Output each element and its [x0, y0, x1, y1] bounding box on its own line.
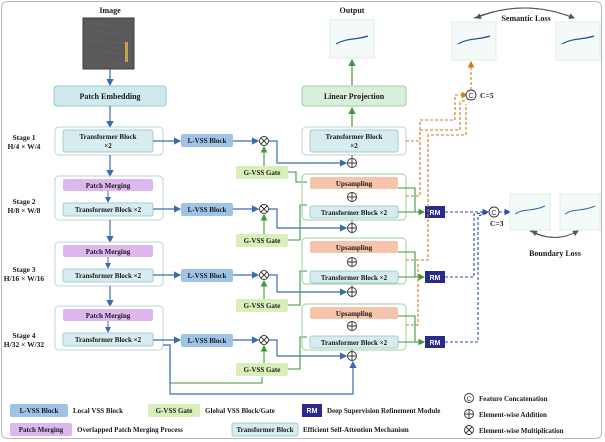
semantic-gt-thumb: [555, 21, 601, 61]
svg-text:Transformer Block ×2: Transformer Block ×2: [75, 206, 142, 214]
svg-text:C: C: [467, 396, 472, 403]
svg-text:L-VSS Block: L-VSS Block: [188, 272, 227, 280]
svg-text:Stage 1: Stage 1: [12, 133, 35, 142]
image-label: Image: [99, 6, 121, 15]
patch-embedding-label: Patch Embedding: [79, 92, 140, 101]
svg-text:RM: RM: [307, 408, 318, 415]
svg-text:Overlapped Patch Merging Proce: Overlapped Patch Merging Process: [77, 426, 183, 434]
svg-text:G-VSS Gate: G-VSS Gate: [244, 169, 281, 177]
boundary-gt-thumb: [559, 193, 601, 231]
svg-text:C: C: [491, 210, 496, 217]
decoder-transformer-1: [309, 129, 399, 153]
svg-text:Stage 4: Stage 4: [12, 331, 35, 340]
semantic-pred-thumb: [451, 21, 497, 61]
svg-text:Element-wise Addition: Element-wise Addition: [479, 411, 547, 419]
svg-text:Transformer Block ×2: Transformer Block ×2: [75, 336, 142, 344]
linear-projection-block: [301, 85, 407, 107]
svg-text:Patch Merging: Patch Merging: [86, 182, 131, 190]
svg-text:Transformer Block ×2: Transformer Block ×2: [321, 209, 388, 217]
svg-text:Global VSS Block/Gate: Global VSS Block/Gate: [205, 407, 275, 415]
svg-text:L-VSS Block: L-VSS Block: [188, 206, 227, 214]
svg-text:Upsampling: Upsampling: [336, 244, 373, 252]
svg-text:Upsampling: Upsampling: [336, 310, 373, 318]
output-thumbnail: [329, 19, 375, 59]
svg-text:G-VSS Gate: G-VSS Gate: [244, 237, 281, 245]
svg-text:H/32 × W/32: H/32 × W/32: [4, 340, 45, 349]
svg-text:G-VSS Gate: G-VSS Gate: [156, 407, 193, 415]
svg-text:Transformer Block ×2: Transformer Block ×2: [75, 272, 142, 280]
encoder-patch-merging-4: [63, 309, 153, 321]
svg-text:C: C: [468, 93, 473, 100]
lvss-blocks: L-VSS Block L-VSS Block L-VSS Block L-VS…: [153, 134, 260, 347]
svg-text:Feature Concatenation: Feature Concatenation: [479, 395, 548, 403]
svg-text:Transformer Block: Transformer Block: [325, 133, 382, 141]
svg-text:Transformer Block: Transformer Block: [79, 133, 136, 141]
legend: L-VSS Block Local VSS Block G-VSS Gate G…: [10, 393, 564, 437]
concat-node-boundary: C: [488, 206, 500, 218]
stage-labels: Stage 1 H/4 × W/4 Stage 2 H/8 × W/8 Stag…: [4, 133, 45, 349]
svg-text:Element-wise Multiplication: Element-wise Multiplication: [479, 427, 564, 435]
decoder-upsampling-4: [310, 307, 398, 319]
svg-text:Upsampling: Upsampling: [336, 180, 373, 188]
output-label: Output: [340, 6, 365, 15]
c3-label: C=3: [490, 219, 504, 228]
svg-text:H/16 × W/16: H/16 × W/16: [4, 274, 45, 283]
svg-text:×2: ×2: [350, 142, 358, 150]
svg-text:Patch Merging: Patch Merging: [19, 426, 64, 434]
boundary-loss-label: Boundary Loss: [529, 249, 581, 258]
svg-text:Patch Merging: Patch Merging: [86, 312, 131, 320]
svg-text:G-VSS Gate: G-VSS Gate: [244, 366, 281, 374]
svg-text:H/8 × W/8: H/8 × W/8: [8, 206, 41, 215]
svg-text:Transformer Block ×2: Transformer Block ×2: [321, 274, 388, 282]
encoder-patch-merging-2: [63, 179, 153, 191]
encoder-patch-merging-3: [63, 245, 153, 257]
svg-text:RM: RM: [430, 340, 441, 347]
svg-text:RM: RM: [430, 210, 441, 217]
svg-text:Transformer Block: Transformer Block: [236, 426, 293, 434]
svg-text:Linear Projection: Linear Projection: [324, 92, 385, 101]
svg-text:Local VSS Block: Local VSS Block: [73, 407, 123, 415]
svg-text:×2: ×2: [104, 142, 112, 150]
svg-text:L-VSS Block: L-VSS Block: [188, 137, 227, 145]
decoder-upsampling-3: [310, 241, 398, 253]
svg-text:RM: RM: [430, 275, 441, 282]
svg-text:G-VSS Gate: G-VSS Gate: [244, 302, 281, 310]
svg-text:L-VSS Block: L-VSS Block: [188, 337, 227, 345]
svg-text:Stage 2: Stage 2: [12, 197, 35, 206]
svg-text:H/4 × W/4: H/4 × W/4: [8, 142, 41, 151]
gvss-gates: G-VSS Gate G-VSS Gate G-VSS Gate G-VSS G…: [236, 166, 288, 376]
decoder-upsampling-2: [310, 177, 398, 189]
c5-label: C=5: [480, 91, 494, 100]
svg-text:L-VSS Block: L-VSS Block: [20, 407, 59, 415]
rm-modules: RM RM RM: [425, 206, 445, 348]
semantic-loss-label: Semantic Loss: [501, 14, 550, 23]
svg-text:Patch Merging: Patch Merging: [86, 248, 131, 256]
svg-text:Transformer Block ×2: Transformer Block ×2: [321, 339, 388, 347]
svg-text:Stage 3: Stage 3: [12, 265, 35, 274]
svg-text:Deep Supervision Refinement Mo: Deep Supervision Refinement Module: [327, 407, 440, 415]
concat-node-semantic: C: [465, 89, 477, 101]
boundary-pred-thumb: [509, 193, 551, 231]
svg-text:Efficient Self-Attention Mecha: Efficient Self-Attention Mechanism: [303, 426, 409, 434]
